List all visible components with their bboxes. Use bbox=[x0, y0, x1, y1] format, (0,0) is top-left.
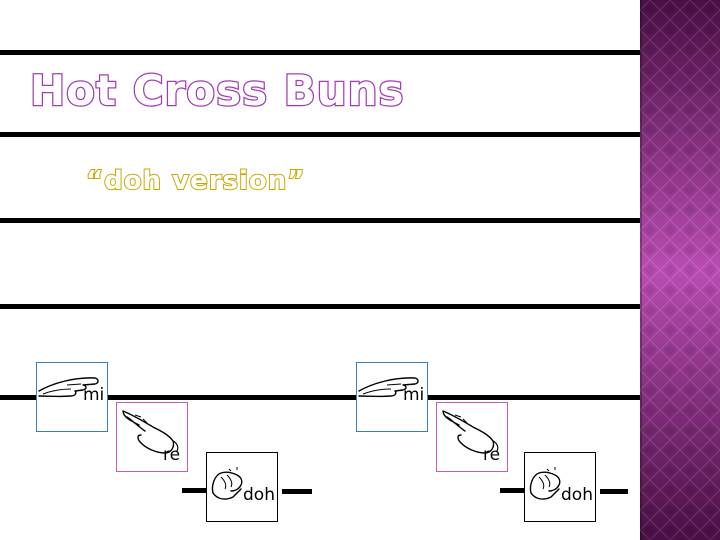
staff-line bbox=[0, 218, 640, 223]
decorative-sidebar bbox=[640, 0, 720, 540]
slide-subtitle: “doh version” bbox=[85, 165, 306, 197]
solfege-card-doh: doh bbox=[206, 452, 278, 522]
fist-icon bbox=[211, 467, 243, 500]
solfege-card-doh: doh bbox=[524, 452, 596, 522]
diamond-pattern bbox=[640, 0, 720, 540]
card-label-mi: mi bbox=[83, 385, 105, 405]
ledger-line-stub bbox=[600, 489, 628, 494]
solfege-card-re: re bbox=[436, 402, 508, 472]
ledger-line-stub bbox=[182, 488, 210, 493]
solfege-card-mi: mi bbox=[36, 362, 108, 432]
ledger-line-stub bbox=[500, 488, 528, 493]
staff-line bbox=[0, 132, 640, 137]
ledger-line-stub bbox=[282, 489, 312, 494]
staff-line bbox=[0, 304, 640, 309]
flat-hand-icon bbox=[38, 377, 99, 398]
card-label-doh: doh bbox=[243, 485, 275, 505]
card-label-mi: mi bbox=[403, 385, 425, 405]
staff-line bbox=[0, 395, 640, 400]
angled-hand-icon bbox=[442, 410, 499, 454]
angled-hand-icon bbox=[122, 410, 179, 454]
staff-line bbox=[0, 50, 640, 55]
card-label-doh: doh bbox=[561, 485, 593, 505]
slide-title: Hot Cross Buns bbox=[29, 65, 405, 117]
solfege-card-mi: mi bbox=[356, 362, 428, 432]
solfege-card-re: re bbox=[116, 402, 188, 472]
card-label-re: re bbox=[163, 445, 181, 465]
card-label-re: re bbox=[483, 445, 501, 465]
flat-hand-icon bbox=[358, 377, 419, 398]
fist-icon bbox=[529, 467, 561, 500]
